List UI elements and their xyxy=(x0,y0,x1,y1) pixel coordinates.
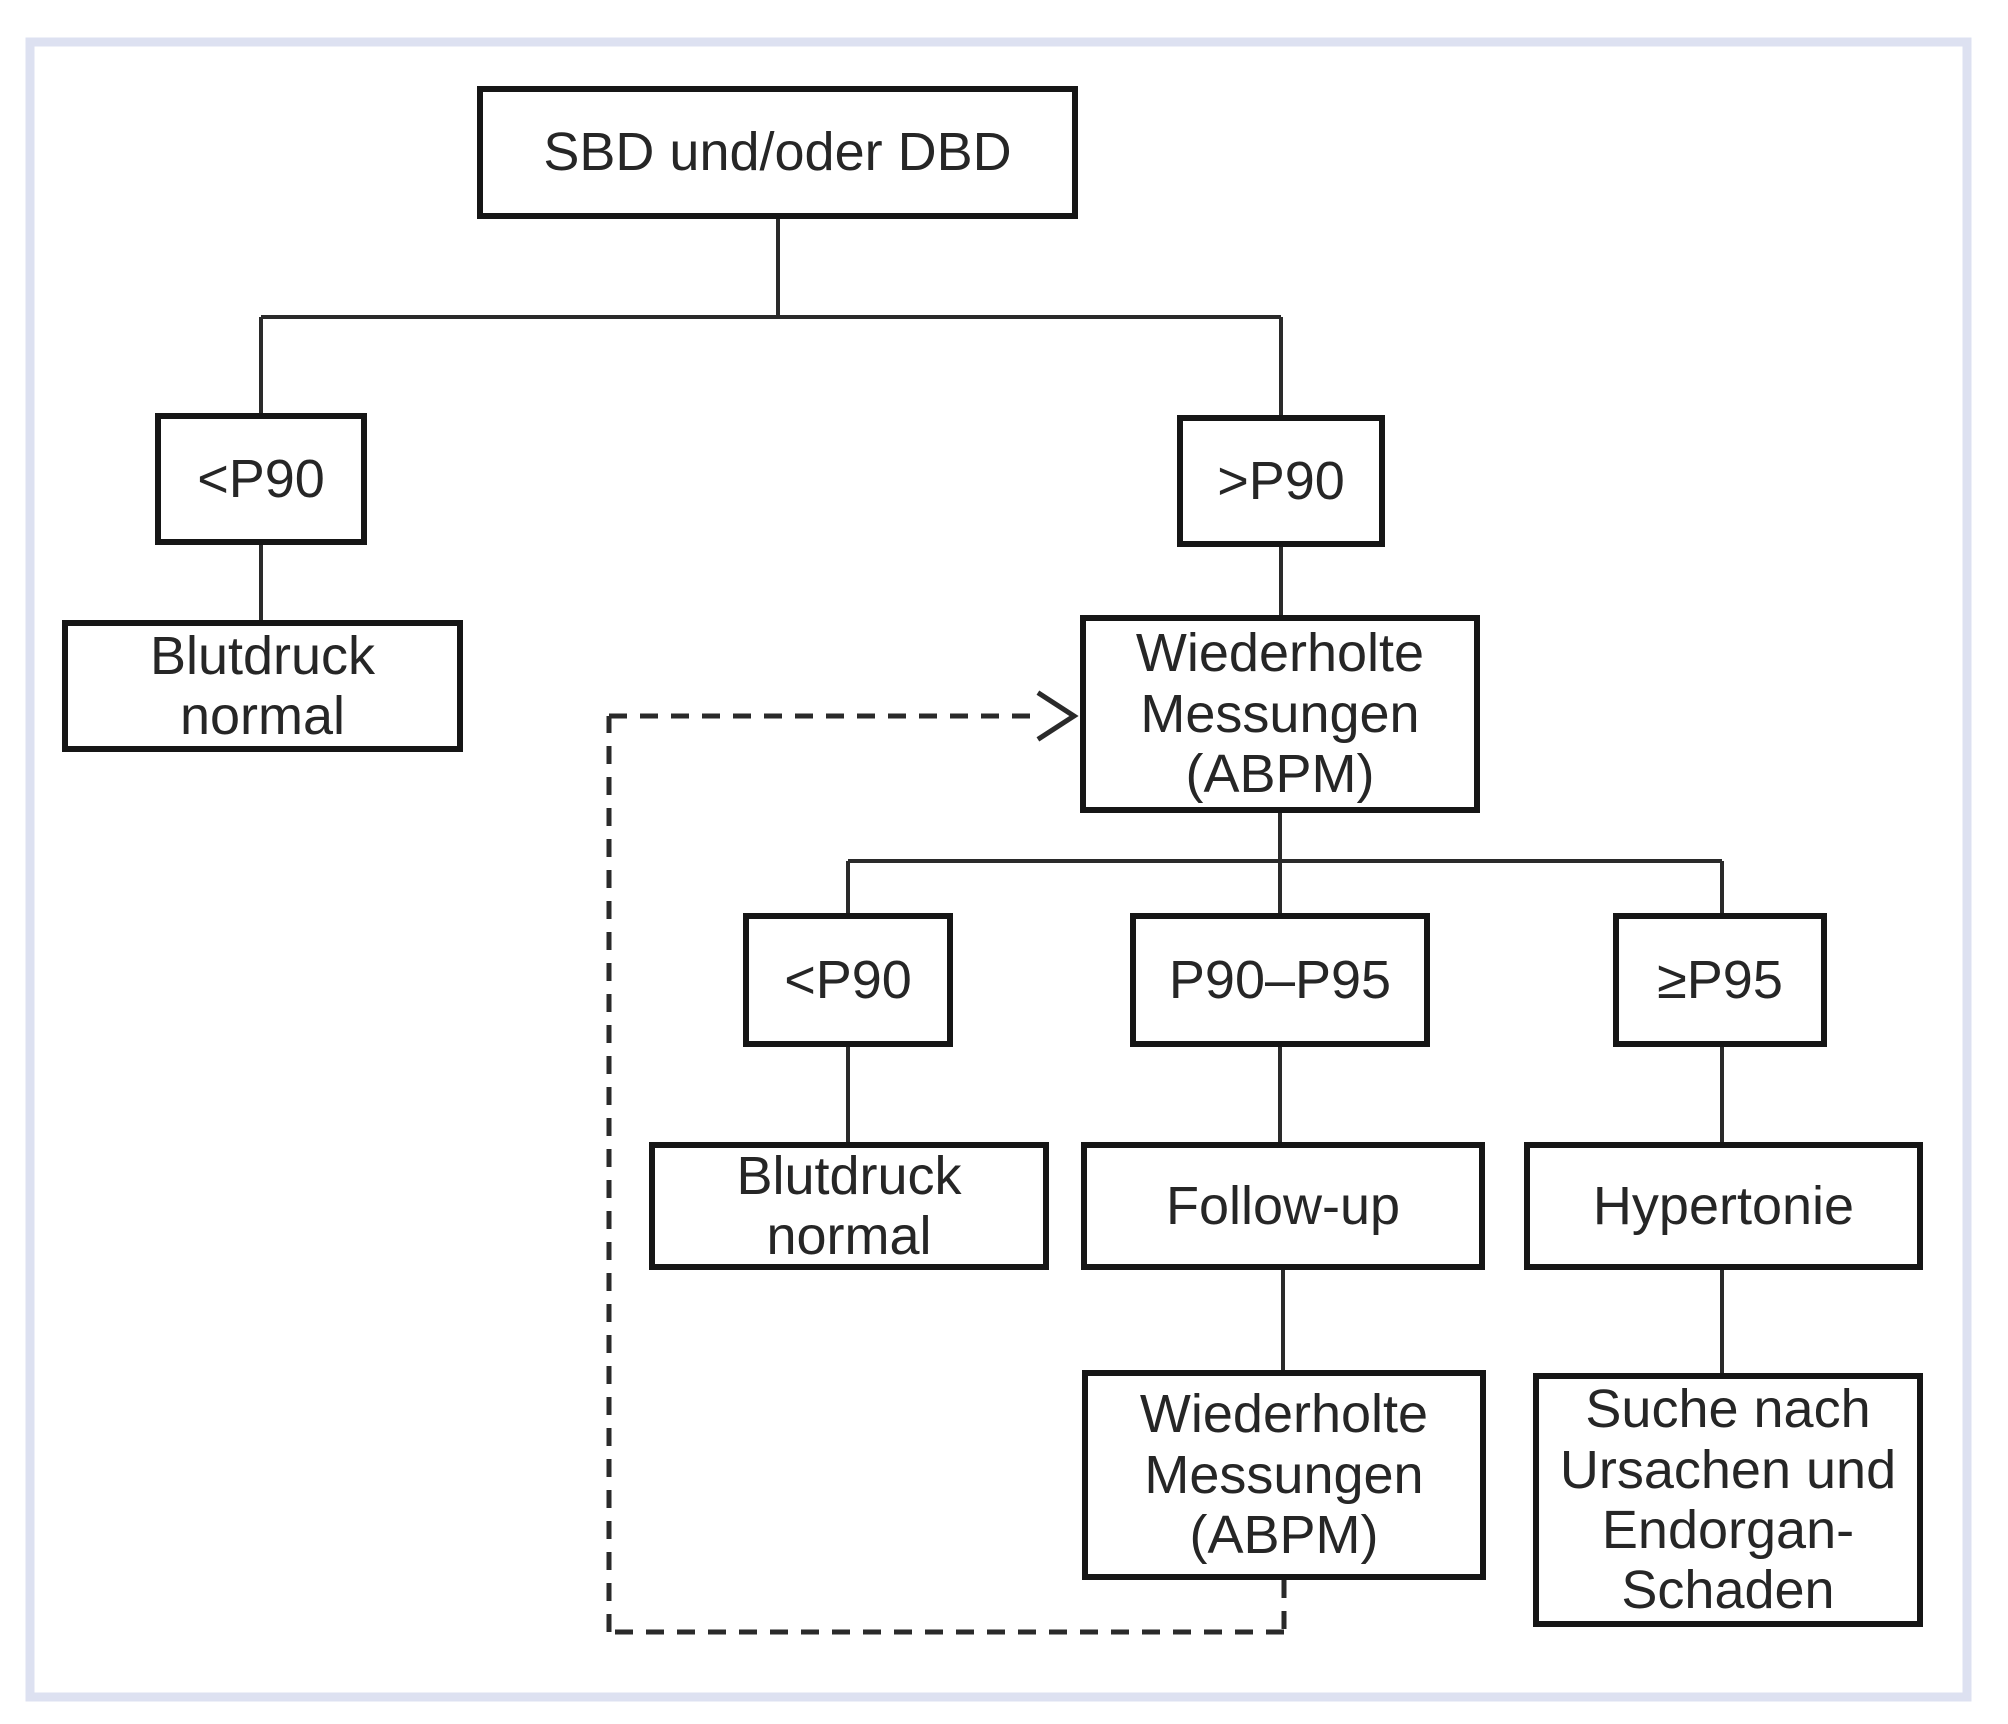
solid-connector-lines xyxy=(259,219,1724,1373)
node-label: Hypertonie xyxy=(1592,1175,1855,1236)
node-label: Suche nach Ursachen und Endorgan- Schade… xyxy=(1559,1379,1897,1621)
node-sbd-dbd: SBD und/oder DBD xyxy=(477,86,1078,219)
node-label: Blutdruck normal xyxy=(736,1145,962,1266)
node-abpm-first: Wiederholte Messungen (ABPM) xyxy=(1080,615,1480,813)
node-label: <P90 xyxy=(197,448,325,509)
node-ge-p95: ≥P95 xyxy=(1613,913,1827,1047)
node-blutdruck-normal-first: Blutdruck normal xyxy=(62,620,463,752)
node-label: P90–P95 xyxy=(1168,949,1392,1010)
node-label: Wiederholte Messungen (ABPM) xyxy=(1135,623,1425,805)
node-label: Blutdruck normal xyxy=(149,625,376,746)
node-suche-ursachen: Suche nach Ursachen und Endorgan- Schade… xyxy=(1533,1373,1923,1627)
feedback-arrowhead-icon xyxy=(1036,690,1079,742)
outer-frame xyxy=(25,37,1972,1702)
node-abpm-second: Wiederholte Messungen (ABPM) xyxy=(1082,1370,1486,1580)
node-label: Wiederholte Messungen (ABPM) xyxy=(1139,1384,1429,1566)
node-gt-p90: >P90 xyxy=(1177,415,1385,547)
node-label: >P90 xyxy=(1217,450,1345,511)
node-label: SBD und/oder DBD xyxy=(543,122,1012,183)
node-lt-p90-second: <P90 xyxy=(743,913,953,1047)
node-label: ≥P95 xyxy=(1657,949,1783,1010)
node-lt-p90-first: <P90 xyxy=(155,413,367,545)
node-label: <P90 xyxy=(784,949,912,1010)
node-label: Follow-up xyxy=(1165,1175,1401,1236)
node-hypertonie: Hypertonie xyxy=(1524,1142,1923,1270)
node-follow-up: Follow-up xyxy=(1081,1142,1485,1270)
node-p90-p95: P90–P95 xyxy=(1130,913,1430,1047)
node-blutdruck-normal-second: Blutdruck normal xyxy=(649,1142,1049,1270)
